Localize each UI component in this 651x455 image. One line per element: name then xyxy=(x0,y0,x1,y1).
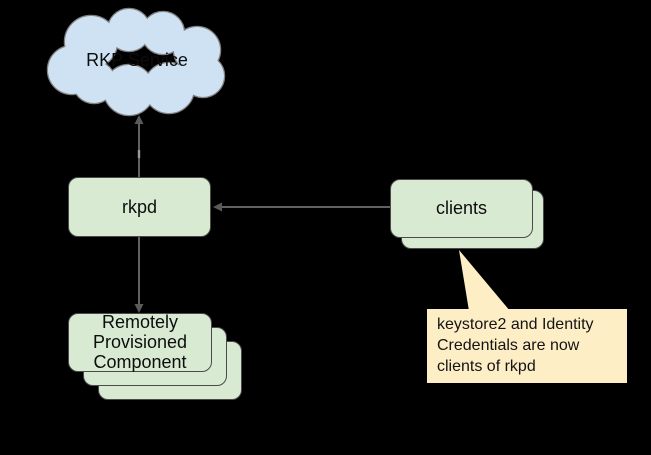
cloud-fill xyxy=(48,9,224,115)
arrow-rkpd-to-rkp-service xyxy=(134,115,144,177)
arrow-rkpd-to-rpc xyxy=(134,237,144,313)
node-rpc xyxy=(68,313,212,372)
cloud-node-label: RKP Service xyxy=(86,49,188,70)
node-clients xyxy=(390,179,533,238)
callout-text-line-3: clients of rkpd xyxy=(437,358,536,375)
node-rkpd xyxy=(68,177,211,237)
callout-note: keystore2 and Identity Credentials are n… xyxy=(427,309,627,383)
arrowhead-left-icon xyxy=(213,202,222,212)
connector-midpoint-tick xyxy=(137,150,141,158)
cloud-shape xyxy=(46,7,226,117)
callout-tail xyxy=(459,250,510,311)
callout-text-line-1: keystore2 and Identity xyxy=(437,316,594,333)
callout-text-line-2: Credentials are now xyxy=(437,337,580,354)
arrow-clients-to-rkpd xyxy=(213,202,390,212)
arrowhead-down-icon xyxy=(134,304,144,313)
